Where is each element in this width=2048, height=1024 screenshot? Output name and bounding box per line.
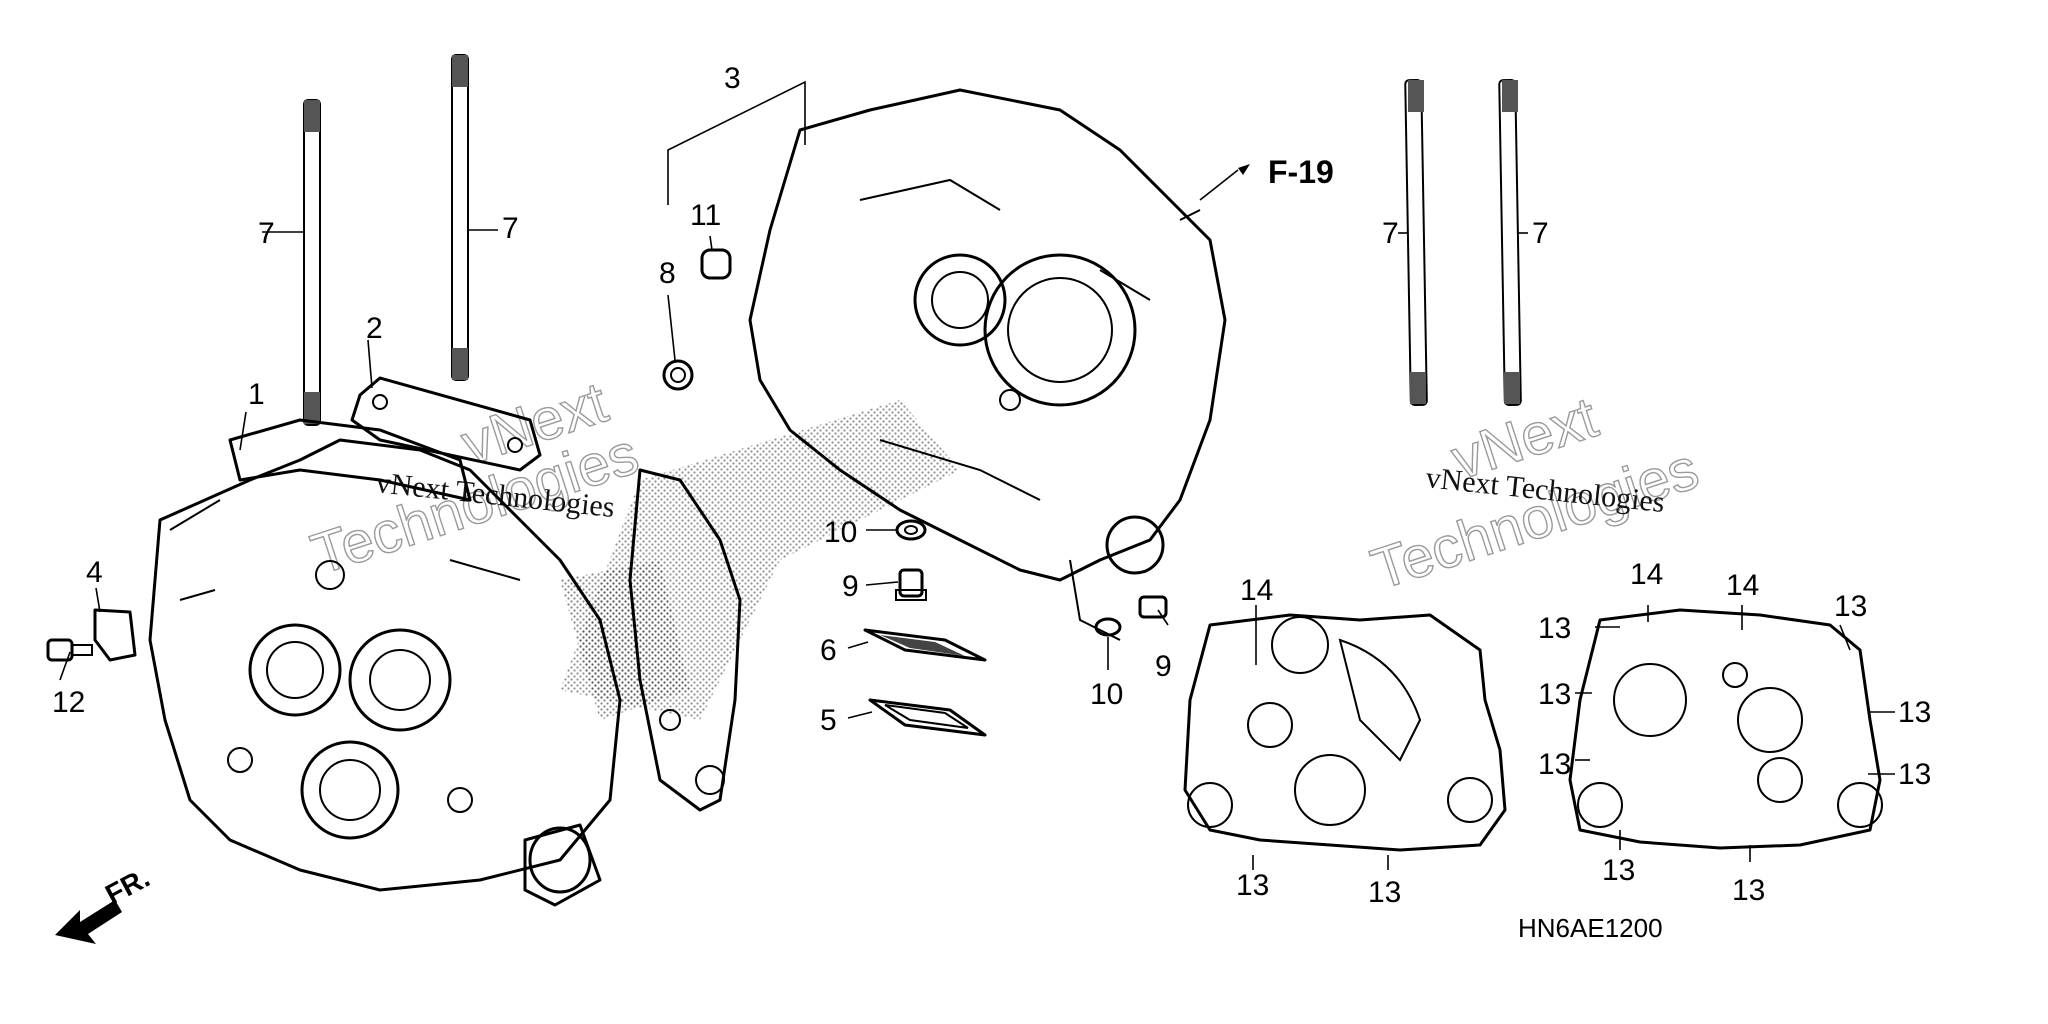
callout-5: 5 — [820, 704, 837, 737]
callout-14a: 14 — [1240, 574, 1273, 607]
callout-7c: 7 — [1382, 217, 1399, 250]
callout-13e: 13 — [1538, 678, 1571, 711]
callout-7a: 7 — [258, 217, 275, 250]
callout-13a: 13 — [1236, 869, 1269, 902]
leader-lines — [59, 80, 1895, 870]
oil-strainer-screen — [863, 628, 987, 662]
stud-bolt-right-1 — [1404, 78, 1428, 407]
callout-13j: 13 — [1732, 874, 1765, 907]
callout-10b: 10 — [1090, 678, 1123, 711]
callout-8: 8 — [659, 257, 676, 290]
oil-seal — [662, 359, 694, 391]
stud-bolt-right-2 — [1498, 78, 1522, 407]
right-crankcase — [748, 88, 1227, 641]
callout-13f: 13 — [1898, 696, 1931, 729]
callout-7b: 7 — [502, 212, 519, 245]
callout-9b: 9 — [1155, 650, 1172, 683]
oil-strainer-gasket — [868, 698, 987, 737]
gasket — [350, 376, 542, 472]
callout-14c: 14 — [1726, 569, 1759, 602]
ref-label-f19: F-19 — [1268, 154, 1334, 190]
callout-labels: 1 2 3 4 5 6 7 7 7 7 8 9 9 10 10 11 12 13… — [52, 62, 1931, 909]
washer-left — [895, 519, 927, 541]
callout-2: 2 — [366, 312, 383, 345]
mounting-plate — [628, 468, 742, 812]
left-crankcase — [148, 418, 622, 907]
plug-bolt-left — [895, 568, 927, 601]
crankcase-gasket-left — [1183, 613, 1507, 852]
callout-13c: 13 — [1538, 612, 1571, 645]
callout-9a: 9 — [842, 570, 859, 603]
watermark-left: vNext Technologies vNext Technologies — [303, 369, 646, 588]
callout-13d: 13 — [1834, 590, 1867, 623]
callout-11: 11 — [690, 199, 721, 232]
stud-bolt-left-1 — [303, 99, 321, 426]
plug-bolt-right — [1138, 595, 1168, 619]
callout-14b: 14 — [1630, 558, 1663, 591]
front-direction-arrow: FR. — [55, 862, 155, 944]
callout-1: 1 — [248, 378, 265, 411]
callout-13g: 13 — [1538, 748, 1571, 781]
callout-3: 3 — [724, 62, 741, 95]
callout-13b: 13 — [1368, 876, 1401, 909]
stud-bolt-left-2 — [451, 54, 469, 381]
callout-6: 6 — [820, 634, 837, 667]
front-label: FR. — [100, 862, 154, 911]
callout-7d: 7 — [1532, 217, 1549, 250]
cover-plate — [93, 608, 137, 662]
callout-12: 12 — [52, 686, 85, 719]
crankcase-gasket-right — [1568, 608, 1883, 850]
washer-right — [1094, 617, 1122, 637]
callout-13h: 13 — [1898, 758, 1931, 791]
bolt-cover — [46, 638, 93, 662]
callout-4: 4 — [86, 556, 103, 589]
dowel-pin — [700, 248, 732, 280]
callout-10a: 10 — [824, 516, 857, 549]
dot-shade-left — [560, 560, 690, 720]
callout-13i: 13 — [1602, 854, 1635, 887]
diagram-code: HN6AE1200 — [1518, 913, 1663, 943]
